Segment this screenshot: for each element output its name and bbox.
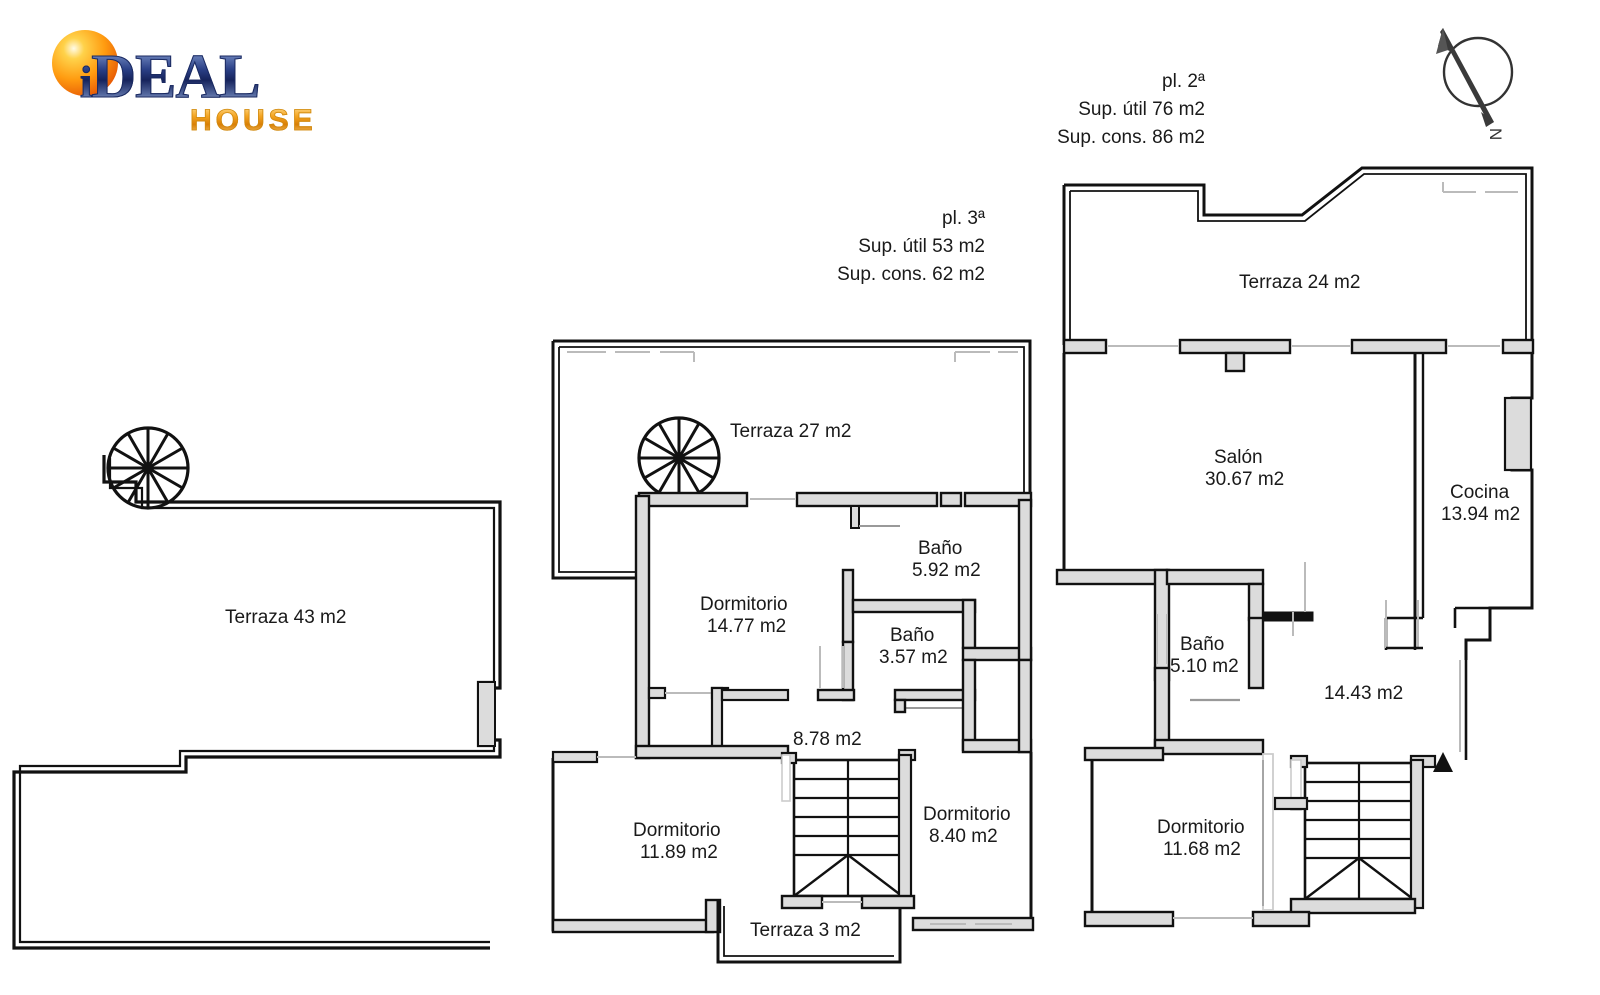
room-area-1168: 11.68 m2 (1163, 839, 1241, 860)
room-area-357: 3.57 m2 (879, 647, 948, 668)
room-label-terraza-43: Terraza 43 m2 (225, 607, 346, 628)
floor3-useful-area: Sup. útil 53 m2 (858, 236, 985, 257)
room-area-878: 8.78 m2 (793, 729, 862, 750)
room-area-510: 5.10 m2 (1170, 656, 1239, 677)
room-area-1477: 14.77 m2 (707, 616, 786, 637)
room-label-dormitorio-1189: Dormitorio (633, 820, 721, 841)
staircase-floor2 (1273, 754, 1437, 915)
room-label-dormitorio-840: Dormitorio (923, 804, 1011, 825)
roof-terrace-plan: Terraza 43 m2 (12, 426, 502, 950)
room-label-terraza-3: Terraza 3 m2 (750, 920, 861, 941)
room-area-1394: 13.94 m2 (1441, 504, 1520, 525)
floor2-built-area: Sup. cons. 86 m2 (1057, 127, 1205, 148)
room-label-cocina: Cocina (1450, 482, 1510, 503)
sun-sphere-icon (52, 30, 118, 96)
staircase-floor3 (780, 748, 917, 910)
spiral-staircase-roof (106, 426, 190, 510)
logo-letter-i: i (79, 58, 92, 107)
floor2-useful-area: Sup. útil 76 m2 (1078, 99, 1205, 120)
logo-wordmark-ideal: iDEAL (79, 43, 261, 111)
brand-logo: iDEAL HOUSE (38, 24, 313, 144)
room-label-terraza-24: Terraza 24 m2 (1239, 272, 1360, 293)
logo-wordmark-house: HOUSE (190, 104, 317, 138)
compass-north-icon: N (1436, 28, 1514, 140)
floor2-floor-label: pl. 2ª (1162, 71, 1205, 92)
floor3-header: pl. 3ª Sup. útil 53 m2 Sup. cons. 62 m2 (640, 205, 985, 289)
floor3-floor-label: pl. 3ª (942, 208, 985, 229)
room-area-1189: 11.89 m2 (640, 842, 718, 863)
room-label-salon: Salón (1214, 447, 1263, 468)
room-label-bano-510: Baño (1180, 634, 1224, 655)
room-label-dormitorio-1168: Dormitorio (1157, 817, 1245, 838)
room-label-bano-592: Baño (918, 538, 962, 559)
compass-north-label: N (1486, 128, 1505, 140)
room-area-840: 8.40 m2 (929, 826, 998, 847)
room-area-3067: 30.67 m2 (1205, 469, 1284, 490)
logo-word-deal: DEAL (91, 43, 261, 111)
room-area-592: 5.92 m2 (912, 560, 981, 581)
entrance-marker-icon (1433, 752, 1453, 772)
room-label-dormitorio-1477: Dormitorio (700, 594, 788, 615)
spiral-staircase-floor3 (637, 416, 721, 500)
room-label-bano-357: Baño (890, 625, 934, 646)
second-floor-plan: Terraza 24 m2 Salón 30.67 m2 Cocina 13.9… (1055, 166, 1535, 928)
room-area-1443: 14.43 m2 (1324, 683, 1403, 704)
floor3-built-area: Sup. cons. 62 m2 (837, 264, 985, 285)
room-label-terraza-27: Terraza 27 m2 (730, 421, 851, 442)
third-floor-plan: Terraza 27 m2 Dormitorio 14.77 m2 Baño 5… (551, 339, 1035, 964)
floor2-header: pl. 2ª Sup. útil 76 m2 Sup. cons. 86 m2 (860, 68, 1205, 152)
